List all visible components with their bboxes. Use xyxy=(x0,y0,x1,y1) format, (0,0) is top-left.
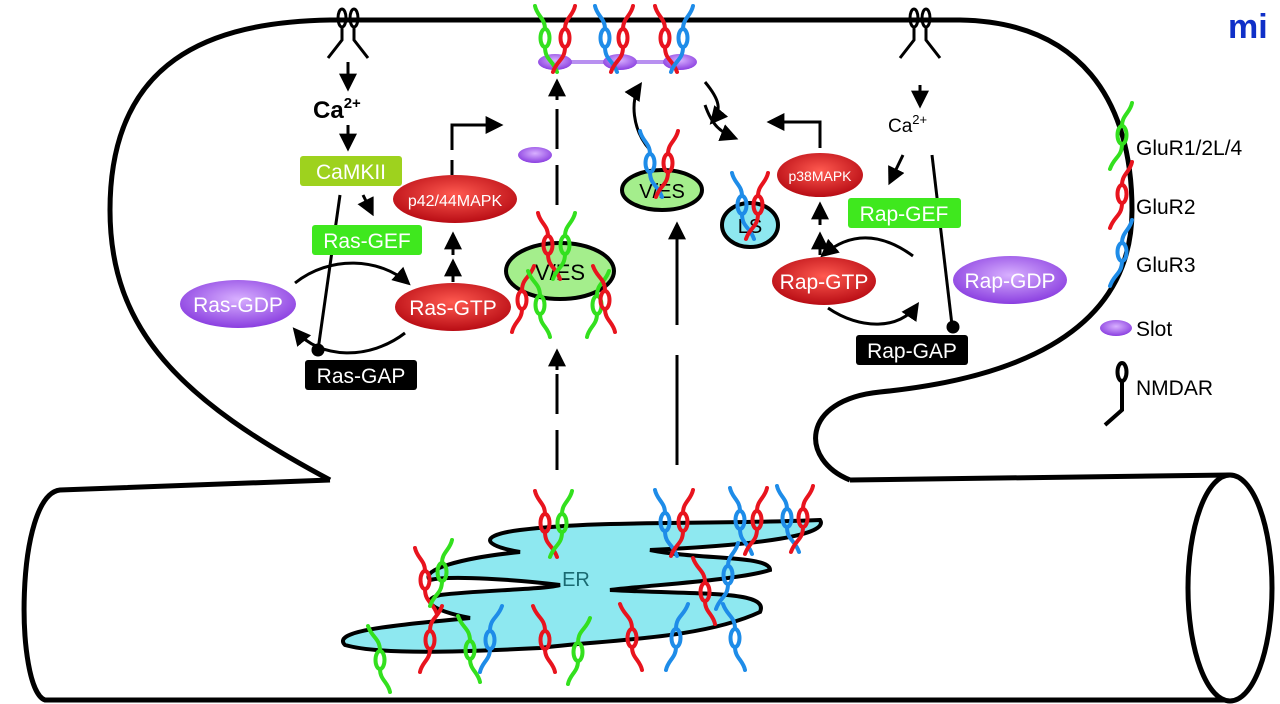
svg-text:Ras-GTP: Ras-GTP xyxy=(409,297,497,320)
svg-text:V/ES: V/ES xyxy=(639,181,685,203)
receptor-glur3 xyxy=(721,602,747,672)
receptor-glur2 xyxy=(533,489,559,559)
receptor-glur3 xyxy=(638,129,664,199)
line-ca-rapgap xyxy=(930,154,954,326)
receptor-glur2 xyxy=(418,604,444,674)
receptor-glur2 xyxy=(609,4,635,74)
nmdar-left-icon xyxy=(326,7,370,59)
receptor-glur2 xyxy=(536,211,562,281)
receptor-glur2 xyxy=(591,264,617,334)
receptor-glur2 xyxy=(551,4,577,74)
receptor-glur2 xyxy=(653,4,679,74)
receptor-glur3 xyxy=(664,602,690,672)
receptor-glur3 xyxy=(653,488,679,558)
rapgap-inhibit-dot xyxy=(946,320,960,334)
receptor-glur2 xyxy=(789,484,815,554)
receptor-glur3 xyxy=(593,4,619,74)
arrow-rasgtp-rasgdp xyxy=(292,327,406,355)
arrow-to-ls xyxy=(703,104,739,142)
er-label: ER xyxy=(562,569,590,591)
legend-nmdar-icon xyxy=(1103,361,1129,427)
rap-gef-node: Rap-GEF xyxy=(848,198,961,228)
camkii-node: CaMKII xyxy=(300,156,402,186)
svg-text:Rap-GDP: Rap-GDP xyxy=(964,270,1055,293)
receptor-glur2 xyxy=(654,129,680,199)
dendrite-end xyxy=(1185,472,1275,704)
legend-glur2-icon xyxy=(1108,160,1134,230)
legend-glur3-icon xyxy=(1108,218,1134,288)
legend-glur1-label: GluR1/2L/4 xyxy=(1136,137,1243,160)
arrow-rapgtp-rapgdp xyxy=(827,302,920,326)
svg-text:p38MAPK: p38MAPK xyxy=(788,168,852,184)
arrow-rasgdp-rasgtp xyxy=(294,261,411,286)
receptor-glur2 xyxy=(744,171,770,241)
calcium-left-label: Ca2+ xyxy=(313,95,361,124)
ras-gap-node: Ras-GAP xyxy=(305,360,417,390)
receptor-glur3 xyxy=(478,604,504,674)
arrow-rapgdp-rapgtp xyxy=(820,236,914,258)
receptor-glur3 xyxy=(775,484,801,554)
ves-middle-node: V/ES xyxy=(620,168,704,212)
receptor-glur1 xyxy=(366,624,392,694)
svg-text:Rap-GTP: Rap-GTP xyxy=(780,271,869,294)
rap-gap-node: Rap-GAP xyxy=(856,335,968,365)
slot-icon xyxy=(518,147,552,163)
spine-membrane xyxy=(107,17,1135,483)
rap-gtp-node: Rap-GTP xyxy=(772,257,876,305)
receptor-glur2 xyxy=(618,602,644,672)
receptor-glur3 xyxy=(728,486,754,556)
legend-glur3-label: GluR3 xyxy=(1136,254,1196,277)
slot-icon xyxy=(603,54,637,70)
receptor-glur1 xyxy=(456,614,482,684)
ras-gdp-node: Ras-GDP xyxy=(180,280,296,328)
svg-text:V/ES: V/ES xyxy=(535,260,585,285)
receptor-glur2 xyxy=(669,488,695,558)
line-camkii-rasgap xyxy=(316,194,342,351)
receptor-glur1 xyxy=(566,616,592,686)
legend-nmdar-label: NMDAR xyxy=(1136,377,1213,400)
receptor-glur1 xyxy=(526,269,552,339)
receptor-glur2 xyxy=(743,486,769,556)
calcium-right-label: Ca2+ xyxy=(888,112,927,137)
receptor-glur1 xyxy=(551,211,577,281)
arrow-p4244-insertion xyxy=(450,125,500,175)
ls-node: LS xyxy=(720,201,780,249)
arrow-ca-rapgef xyxy=(888,154,905,186)
svg-text:Ras-GAP: Ras-GAP xyxy=(317,365,406,388)
receptor-glur3 xyxy=(714,541,740,611)
svg-text:Rap-GAP: Rap-GAP xyxy=(867,340,957,363)
svg-text:CaMKII: CaMKII xyxy=(316,161,386,184)
p42-44mapk-node: p42/44MAPK xyxy=(393,175,517,223)
arrow-endocytosis xyxy=(703,81,729,125)
arrow-camkii-rasgef xyxy=(357,194,374,217)
legend: GluR1/2L/4 GluR2 GluR3 Slot NMDAR xyxy=(1100,101,1243,427)
nmdar-right-icon xyxy=(898,7,942,59)
ras-gtp-node: Ras-GTP xyxy=(395,283,511,331)
receptor-glur2 xyxy=(691,556,717,626)
svg-text:p42/44MAPK: p42/44MAPK xyxy=(408,193,503,210)
slot-icon xyxy=(663,54,697,70)
receptor-glur2 xyxy=(531,604,557,674)
legend-glur2-label: GluR2 xyxy=(1136,196,1196,219)
receptor-glur2 xyxy=(413,546,439,616)
endoplasmic-reticulum xyxy=(341,517,823,654)
legend-glur1-icon xyxy=(1108,101,1134,171)
rap-gdp-node: Rap-GDP xyxy=(953,256,1067,304)
dendrite-shaft xyxy=(21,472,1231,703)
receptor-glur1 xyxy=(548,489,574,559)
svg-text:Ras-GEF: Ras-GEF xyxy=(323,230,411,253)
p38mapk-node: p38MAPK xyxy=(777,153,863,197)
legend-slot-icon xyxy=(1100,320,1132,336)
svg-text:Ras-GDP: Ras-GDP xyxy=(193,294,283,317)
receptor-glur1 xyxy=(428,538,454,608)
logo: mi xyxy=(1228,8,1268,46)
receptor-glur2 xyxy=(510,264,536,334)
ras-gef-node: Ras-GEF xyxy=(312,225,422,255)
receptor-glur3 xyxy=(730,171,756,241)
legend-slot-label: Slot xyxy=(1136,318,1172,341)
receptor-glur3 xyxy=(669,4,695,74)
svg-text:Rap-GEF: Rap-GEF xyxy=(860,203,949,226)
